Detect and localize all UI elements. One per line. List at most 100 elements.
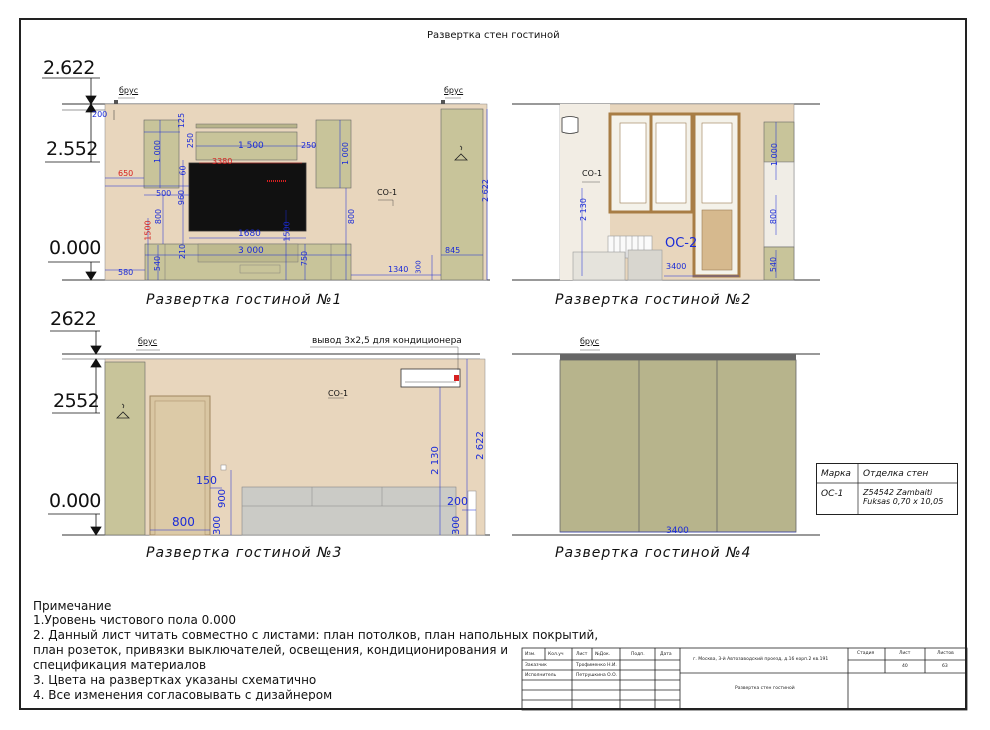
dim-w1-20: 540 <box>153 255 163 272</box>
tb-address: г. Москва, 3-й Автозаводский проезд, д.1… <box>693 657 829 662</box>
dim-w3-7: 300 <box>451 515 463 536</box>
wall-3 <box>62 346 490 536</box>
drawing-frame <box>19 18 967 710</box>
label-co1-w1: CO-1 <box>377 188 398 197</box>
tb-sheets: 63 <box>942 664 948 669</box>
legend-mark: OC-1 <box>821 489 844 499</box>
tb-h-0: Изм. <box>525 652 536 657</box>
dim-w1-14: 1680 <box>238 229 261 239</box>
dim-w1-8: 650 <box>118 169 134 178</box>
tb-sheets-h: Листов <box>937 651 954 656</box>
label-ac-note: вывод 3х2,5 для кондиционера <box>312 336 462 346</box>
tb-role-1: Заказчик <box>525 663 547 668</box>
finish-legend: Марка Отделка стен OC-1 Z54542 Zambaiti … <box>816 463 958 515</box>
ac-unit <box>400 368 461 388</box>
tb-drawing: Развертка стен гостиной <box>735 686 795 691</box>
wardrobe-wall-3 <box>104 361 146 536</box>
dim-w1-2: 125 <box>177 112 187 129</box>
tb-h-5: Дата <box>660 652 672 657</box>
dim-w1-0: 200 <box>92 110 108 119</box>
dim-w1-1: 1 000 <box>152 140 162 163</box>
caption-wall-1: Развертка гостиной №1 <box>146 292 343 308</box>
dim-w3-2: 150 <box>196 474 217 487</box>
upper-cabinet-left <box>143 119 180 189</box>
dim-w3-3: 900 <box>217 488 229 509</box>
tb-sheet-h: Лист <box>899 651 911 656</box>
tb-h-4: Подп. <box>631 652 645 657</box>
dim-w1-22: 1340 <box>388 265 409 274</box>
dim-w1-3: 250 <box>186 132 196 149</box>
dim-w1-13: 1500 <box>143 220 153 241</box>
wardrobe-wall-1 <box>440 108 484 281</box>
label-brus-3: брус <box>138 337 158 346</box>
note-3: план розеток, привязки выключателей, осв… <box>33 643 509 657</box>
dim-w2-0: 2 130 <box>578 198 588 221</box>
label-co1-w2: CO-1 <box>582 169 603 178</box>
dim-w1-12: 800 <box>154 208 164 225</box>
dim-w1-17: 210 <box>178 243 188 260</box>
tb-name-1: Трофименко Н.И. <box>576 663 617 668</box>
legend-finish-2: Fuksas 0,70 x 10,05 <box>863 497 944 506</box>
tb-name-2: Петрушкина О.О. <box>576 673 618 678</box>
tb-role-2: Исполнитель <box>525 673 557 678</box>
level-top-2: 2622 <box>50 308 97 330</box>
dim-w2-1: 1 000 <box>769 143 779 166</box>
dim-w1-5: 250 <box>301 141 317 150</box>
level-floor-1: 0.000 <box>49 237 101 259</box>
wall-4 <box>512 349 820 536</box>
dim-w1-24: 845 <box>445 246 461 255</box>
dim-w1-21: 580 <box>118 268 134 277</box>
dim-w2-4: 3400 <box>666 262 687 271</box>
armchair <box>572 251 626 281</box>
note-5: 3. Цвета на развертках указаны схематичн… <box>33 673 317 687</box>
tb-h-1: Кол.уч <box>548 652 564 657</box>
wall-1 <box>62 97 490 281</box>
dim-w1-10: 960 <box>177 189 187 206</box>
upper-cabinet-right <box>315 119 352 189</box>
dim-w1-18: 3 000 <box>238 246 264 256</box>
wardrobe-wall-4 <box>559 359 797 533</box>
note-2: 2. Данный лист читать совместно с листам… <box>33 628 599 642</box>
label-brus-4: брус <box>580 337 600 346</box>
tb-stage-h: Стадия <box>857 651 875 656</box>
dim-w1-11: 60 <box>178 165 188 176</box>
label-co1-w3: CO-1 <box>328 389 349 398</box>
dim-w3-5: 800 <box>172 515 195 529</box>
dim-w3-1: 2 622 <box>474 431 486 460</box>
caption-wall-4: Развертка гостиной №4 <box>555 545 752 561</box>
tv-screen <box>188 162 307 232</box>
hanger-icon <box>454 145 468 161</box>
dim-w1-6: 1 000 <box>340 142 350 165</box>
notes-title: Примечание <box>33 599 112 613</box>
legend-header-finish: Отделка стен <box>863 469 929 479</box>
ac-unit-icon <box>561 116 579 134</box>
wall-2 <box>512 103 820 281</box>
hanger-icon-2 <box>116 403 130 419</box>
dim-w3-0: 2 130 <box>429 446 441 475</box>
dim-w1-25: 2 622 <box>480 179 490 202</box>
dim-w1-4: 1 500 <box>238 141 264 151</box>
dim-w2-2: 800 <box>769 208 779 225</box>
label-oc2: OC-2 <box>665 236 698 251</box>
label-brus-1: брус <box>119 86 139 95</box>
level-arrows <box>42 77 102 536</box>
dim-w1-16: 800 <box>347 208 357 225</box>
level-mid-1: 2.552 <box>46 138 98 160</box>
dim-w1-19: 750 <box>300 250 310 267</box>
legend-finish-1: Z54542 Zambaiti <box>863 488 933 497</box>
sheet-title: Развертка стен гостиной <box>427 30 560 41</box>
note-4: спецификация материалов <box>33 658 207 672</box>
dim-w2-3: 540 <box>769 256 779 273</box>
legend-header-mark: Марка <box>821 469 851 479</box>
dim-w1-9: 500 <box>156 189 172 198</box>
note-6: 4. Все изменения согласовывать с дизайне… <box>33 689 333 701</box>
dim-w4-0: 3400 <box>666 526 689 536</box>
caption-wall-3: Развертка гостиной №3 <box>146 545 343 561</box>
level-floor-2: 0.000 <box>49 490 101 512</box>
title-block-grid <box>521 647 968 711</box>
level-top-1: 2.622 <box>43 57 95 79</box>
label-brus-2: брус <box>444 86 464 95</box>
dim-w1-23: 300 <box>414 260 423 274</box>
caption-wall-2: Развертка гостиной №2 <box>555 292 752 308</box>
dim-w3-6: 200 <box>447 495 468 508</box>
